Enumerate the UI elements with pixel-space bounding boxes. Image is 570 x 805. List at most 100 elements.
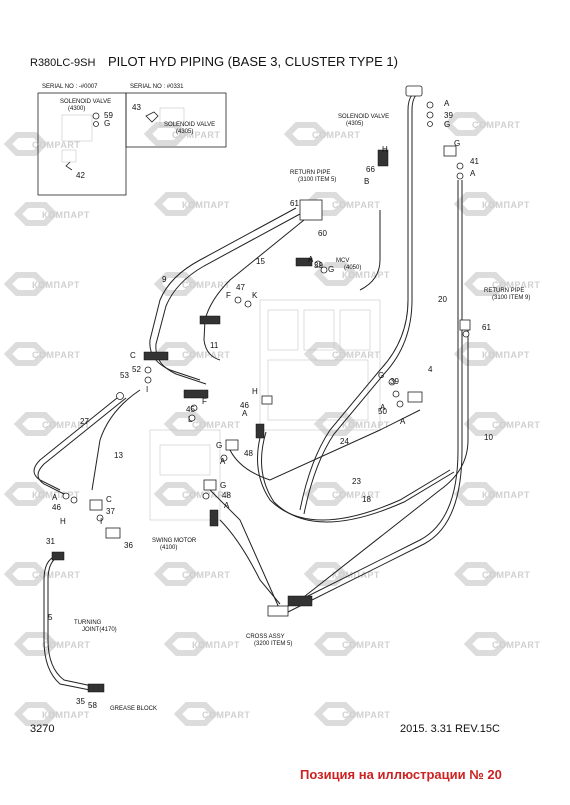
item-label-47: 47 bbox=[236, 283, 245, 292]
position-note: Позиция на иллюстрации № 20 bbox=[300, 767, 502, 782]
svg-text:КОМПАРТ: КОМПАРТ bbox=[482, 350, 530, 360]
item-43: 43 bbox=[132, 103, 141, 112]
watermark-tile: COMPART bbox=[13, 632, 90, 656]
svg-text:КОМПАРТ: КОМПАРТ bbox=[42, 710, 90, 720]
item-label-i: I bbox=[146, 385, 148, 394]
svg-text:COMPART: COMPART bbox=[492, 280, 540, 290]
item-label-53: 53 bbox=[120, 371, 129, 380]
svg-text:КОМПАРТ: КОМПАРТ bbox=[182, 200, 230, 210]
svg-text:COMPART: COMPART bbox=[332, 490, 380, 500]
item-label-41: 41 bbox=[470, 157, 479, 166]
item-label-c: C bbox=[106, 495, 112, 504]
hose-27 bbox=[33, 393, 123, 491]
svg-text:COMPART: COMPART bbox=[182, 280, 230, 290]
serial-box-1-serial: SERIAL NO : -#0007 bbox=[42, 84, 98, 90]
solenoid-block-4305-small bbox=[159, 107, 185, 127]
svg-text:COMPART: COMPART bbox=[172, 130, 220, 140]
svg-text:КОМПАРТ: КОМПАРТ bbox=[342, 420, 390, 430]
watermark-tile: КОМПАРТ bbox=[453, 482, 529, 506]
caption-cross-assy-line-1: CROSS ASSY bbox=[246, 634, 285, 640]
caption-return-pipe-5-line-2: (3100 ITEM 5) bbox=[298, 177, 336, 183]
item-label-10: 10 bbox=[484, 433, 493, 442]
watermark-tile: КОМПАРТ bbox=[13, 202, 89, 226]
item-label-39: 39 bbox=[444, 111, 453, 120]
caption-solenoid-valve-4305-line-1: SOLENOID VALVE bbox=[338, 114, 389, 120]
serial-box-2 bbox=[125, 92, 227, 148]
item-label-f: F bbox=[202, 397, 207, 406]
elbow-fitting-43 bbox=[145, 111, 159, 123]
item-label-20: 20 bbox=[438, 295, 447, 304]
watermark-tile: КОМПАРТ bbox=[453, 192, 529, 216]
hose-11 bbox=[203, 219, 305, 361]
fitting-g-top bbox=[93, 121, 99, 127]
item-label-4: 4 bbox=[428, 365, 433, 374]
svg-text:COMPART: COMPART bbox=[342, 640, 390, 650]
watermark-tile: COMPART bbox=[283, 122, 360, 146]
item-label-48: 48 bbox=[222, 491, 231, 500]
item-label-37: 37 bbox=[106, 507, 115, 516]
serial-box-1-caption-1: SOLENOID VALVE bbox=[60, 99, 111, 105]
item-label-13: 13 bbox=[114, 451, 123, 460]
item-label-39: 39 bbox=[314, 261, 323, 270]
svg-text:COMPART: COMPART bbox=[312, 130, 360, 140]
svg-text:COMPART: COMPART bbox=[32, 570, 80, 580]
svg-text:COMPART: COMPART bbox=[482, 570, 530, 580]
svg-text:КОМПАРТ: КОМПАРТ bbox=[32, 490, 80, 500]
hose-13 bbox=[91, 389, 141, 491]
item-label-31: 31 bbox=[46, 537, 55, 546]
watermark-tile: КОМПАРТ bbox=[303, 562, 380, 586]
item-g: G bbox=[104, 119, 110, 128]
watermark-tile: COMPART bbox=[13, 412, 90, 436]
item-label-50: 50 bbox=[378, 407, 387, 416]
solenoid-port-block bbox=[61, 149, 77, 163]
item-label-a: A bbox=[224, 501, 230, 510]
watermark-tile: COMPART bbox=[443, 112, 520, 136]
fitting-59 bbox=[92, 112, 100, 120]
item-label-a: A bbox=[242, 409, 248, 418]
item-label-39: 39 bbox=[390, 377, 399, 386]
item-label-46: 46 bbox=[240, 401, 249, 410]
hose-18 bbox=[299, 330, 469, 601]
item-label-h: H bbox=[252, 387, 258, 396]
watermark-tile: COMPART bbox=[153, 272, 230, 296]
svg-text:COMPART: COMPART bbox=[342, 710, 390, 720]
item-label-a: A bbox=[308, 255, 314, 264]
item-label-b: B bbox=[364, 177, 369, 186]
svg-text:COMPART: COMPART bbox=[42, 420, 90, 430]
item-label-52: 52 bbox=[132, 365, 141, 374]
svg-text:COMPART: COMPART bbox=[492, 640, 540, 650]
svg-text:КОМПАРТ: КОМПАРТ bbox=[342, 270, 390, 280]
svg-text:COMPART: COMPART bbox=[492, 420, 540, 430]
caption-swing-motor-line-1: SWING MOTOR bbox=[152, 538, 197, 544]
item-label-61: 61 bbox=[290, 199, 299, 208]
caption-swing-motor-line-2: (4100) bbox=[160, 545, 177, 551]
svg-text:COMPART: COMPART bbox=[42, 640, 90, 650]
caption-turning-joint-line-1: TURNING bbox=[74, 620, 102, 626]
serial-box-2-caption-2: (4305) bbox=[176, 129, 193, 135]
svg-text:КОМПАРТ: КОМПАРТ bbox=[32, 280, 80, 290]
serial-box-2-caption-1: SOLENOID VALVE bbox=[164, 122, 215, 128]
hose-10 bbox=[279, 180, 459, 611]
model-code: R380LC-9SH bbox=[30, 57, 95, 69]
watermark-tile: COMPART bbox=[313, 702, 390, 726]
svg-text:КОМПАРТ: КОМПАРТ bbox=[332, 570, 380, 580]
watermark-tile: КОМПАРТ bbox=[3, 272, 80, 296]
svg-text:COMPART: COMPART bbox=[182, 570, 230, 580]
item-label-k: K bbox=[252, 291, 258, 300]
item-label-58: 58 bbox=[88, 701, 97, 710]
watermark-tile: COMPART bbox=[3, 132, 80, 156]
item-label-24: 24 bbox=[340, 437, 349, 446]
item-label-61: 61 bbox=[482, 323, 491, 332]
page-title: PILOT HYD PIPING (BASE 3, CLUSTER TYPE 1… bbox=[108, 54, 398, 69]
watermark-tile: COMPART bbox=[303, 482, 380, 506]
serial-box-2-serial: SERIAL NO : #0331 bbox=[130, 84, 184, 90]
hose-20 bbox=[299, 94, 413, 511]
item-label-h: H bbox=[60, 517, 66, 526]
caption-return-pipe-9-line-1: RETURN PIPE bbox=[484, 288, 524, 294]
caption-solenoid-valve-4305-line-2: (4305) bbox=[346, 121, 363, 127]
hose-60 bbox=[359, 210, 381, 291]
watermark-tile: COMPART bbox=[463, 632, 540, 656]
item-label-h: H bbox=[382, 145, 388, 154]
